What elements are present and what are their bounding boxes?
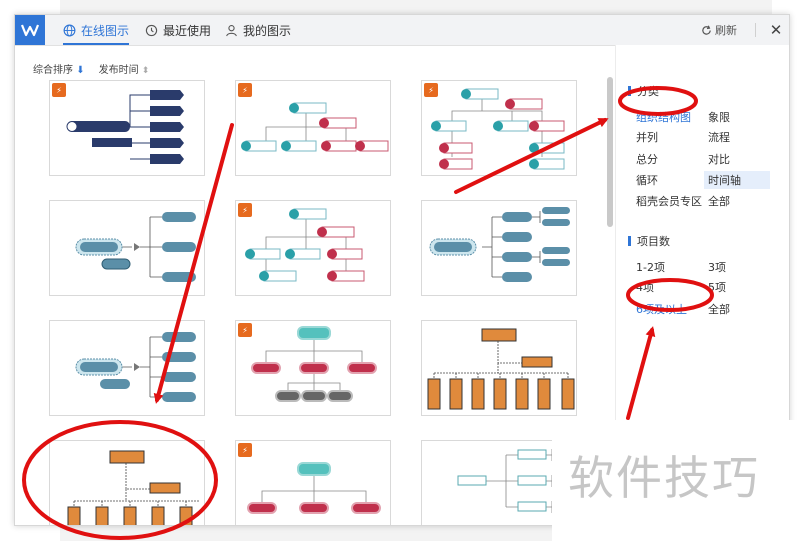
tab-recent[interactable]: 最近使用 [145,15,211,45]
sort-label: 发布时间 [98,65,139,76]
template-card[interactable] [49,200,205,296]
template-card[interactable]: ⚡ [235,200,391,296]
refresh-icon [701,24,712,36]
template-card[interactable]: ⚡ [49,80,205,176]
count-3[interactable]: 3项 [708,261,726,274]
template-card[interactable]: ⚡ [235,320,391,416]
watermark: 软件技巧 [552,420,800,541]
template-card[interactable] [49,320,205,416]
org-chart-preview [67,450,200,525]
org-chart-preview [251,326,377,402]
org-chart-preview [247,462,381,514]
category-process[interactable]: 流程 [708,131,730,144]
item-count-heading: 项目数 [628,233,670,249]
tab-my-diagrams[interactable]: 我的图示 [225,15,291,45]
count-5[interactable]: 5项 [708,281,726,294]
category-compare[interactable]: 对比 [708,153,730,166]
sort-label: 综合排序 [33,65,73,76]
template-card[interactable]: ⚡ [235,440,391,525]
category-member-zone[interactable]: 稻壳会员专区 [636,195,702,208]
org-chart-preview [429,207,570,282]
org-chart-preview [75,212,196,282]
org-chart-preview [75,332,196,402]
refresh-button[interactable]: 刷新 [701,15,737,45]
category-total-sub[interactable]: 总分 [636,153,658,166]
vip-badge-icon: ⚡ [52,83,66,97]
template-card[interactable] [49,440,205,525]
refresh-label: 刷新 [715,24,737,37]
close-icon: ✕ [769,21,783,39]
tab-label: 最近使用 [163,23,212,38]
vip-badge-icon: ⚡ [424,83,438,97]
tab-label: 在线图示 [81,23,130,38]
sort-down-icon: ⬇ [76,65,85,76]
globe-icon [63,24,76,37]
count-all[interactable]: 全部 [708,303,730,316]
template-card[interactable] [421,320,577,416]
vip-badge-icon: ⚡ [238,443,252,457]
vip-badge-icon: ⚡ [238,203,252,217]
category-cycle[interactable]: 循环 [636,174,658,187]
count-4[interactable]: 4项 [636,281,654,294]
tab-online-diagrams[interactable]: 在线图示 [63,15,130,45]
tab-label: 我的图示 [243,23,292,38]
template-card[interactable] [421,440,577,525]
category-all[interactable]: 全部 [708,195,730,208]
scrollbar-thumb[interactable] [607,77,613,227]
history-icon [145,24,158,37]
vip-badge-icon: ⚡ [238,83,252,97]
count-1-2[interactable]: 1-2项 [636,261,665,274]
vip-badge-icon: ⚡ [238,323,252,337]
org-chart-preview [66,90,184,164]
category-parallel[interactable]: 并列 [636,131,658,144]
org-chart-preview [427,328,575,410]
org-chart-preview [431,88,565,170]
template-card[interactable] [421,200,577,296]
sort-publish-time[interactable]: 发布时间 ⬍ [99,61,150,76]
template-card[interactable]: ⚡ [421,80,577,176]
category-heading: 分类 [628,83,659,99]
org-chart-preview [245,208,365,282]
sort-comprehensive[interactable]: 综合排序 ⬇ [33,61,85,76]
divider [755,23,756,37]
org-chart-preview [241,102,389,152]
watermark-text: 软件技巧 [568,451,760,505]
title-bar: 在线图示 最近使用 我的图示 刷新 ✕ [15,15,789,46]
category-quadrant[interactable]: 象限 [708,111,730,124]
sort-bar: 综合排序 ⬇ 发布时间 ⬍ [33,61,149,76]
count-6-plus[interactable]: 6项及以上 [636,303,687,316]
category-org-chart[interactable]: 组织结构图 [636,111,691,124]
close-button[interactable]: ✕ [763,15,789,45]
wps-logo-icon [15,15,45,45]
user-icon [225,24,238,37]
template-card[interactable]: ⚡ [235,80,391,176]
category-timeline[interactable]: 时间轴 [704,171,770,189]
sort-toggle-icon: ⬍ [141,66,150,76]
